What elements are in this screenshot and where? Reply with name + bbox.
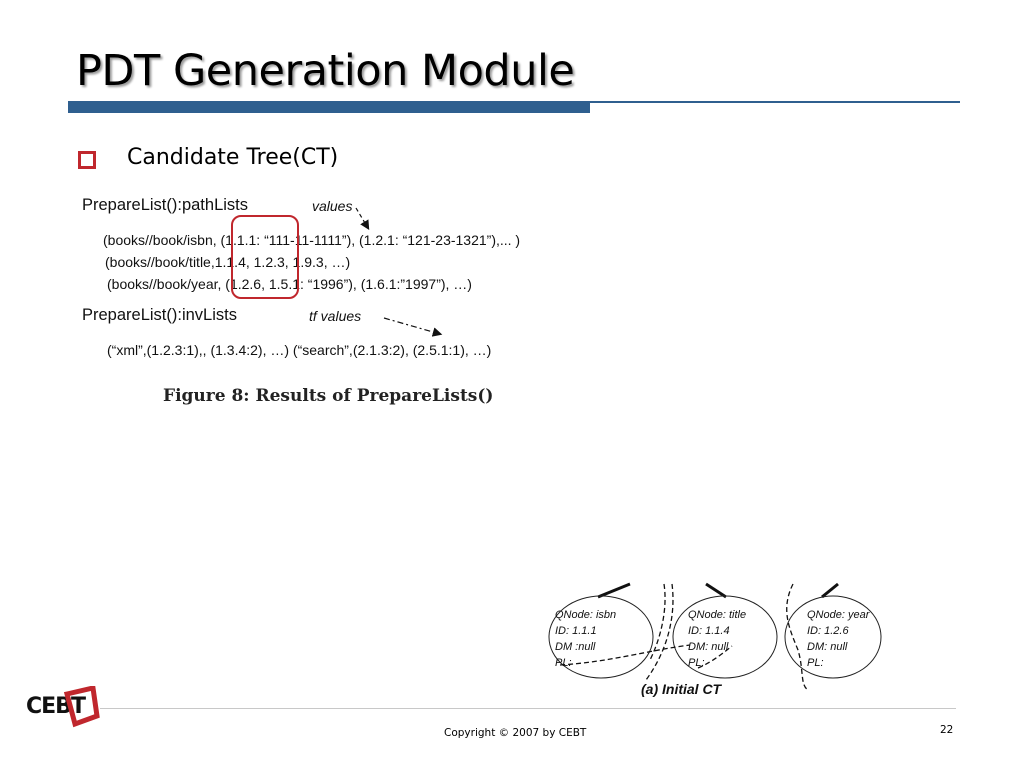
bullet-square-icon <box>78 151 96 169</box>
ct-edge-isbn <box>597 582 631 599</box>
ct-dashed-curve <box>559 644 691 666</box>
tf-values-label: tf values <box>309 308 362 324</box>
ct-caption: (a) Initial CT <box>641 681 723 697</box>
ct-isbn-dm: DM :null <box>555 641 596 653</box>
ct-year-qnode: QNode: year <box>807 609 871 621</box>
ct-year-id: ID: 1.2.6 <box>807 625 849 637</box>
title-rule-thin <box>590 101 960 103</box>
title-rule-thick <box>68 101 590 113</box>
ct-title-qnode: QNode: title <box>688 609 746 621</box>
page-number: 22 <box>940 724 954 736</box>
bullet-candidate-tree: Candidate Tree(CT) <box>127 145 339 170</box>
copyright-text: Copyright © 2007 by CEBT <box>444 727 587 739</box>
ct-year-dm: DM: null <box>807 641 848 653</box>
path-row-title: (books//book/title,1.1.4, 1.2.3, 1.9.3, … <box>105 254 351 270</box>
ct-year-pl: PL: <box>807 657 824 669</box>
values-arrow <box>355 207 370 231</box>
values-label: values <box>312 198 353 214</box>
ct-node-isbn <box>548 595 654 679</box>
ct-node-title <box>672 595 778 679</box>
tf-values-arrow <box>383 317 443 337</box>
ct-dashed-link-1 <box>649 583 666 661</box>
ct-edge-title <box>705 582 727 599</box>
ct-title-pl: PL: <box>688 657 705 669</box>
path-row-year: (books//book/year, (1.2.6, 1.5.1: “1996”… <box>107 276 472 292</box>
ct-isbn-pl: PL: <box>555 657 572 669</box>
cebt-logo-mark-icon <box>63 686 100 728</box>
ct-dashed-link-2 <box>645 583 674 681</box>
ct-title-id: ID: 1.1.4 <box>688 625 730 637</box>
ct-isbn-id: ID: 1.1.1 <box>555 625 597 637</box>
invlists-header: PrepareList():invLists <box>82 306 237 324</box>
ct-dashed-curve-2 <box>697 645 733 669</box>
ct-isbn-qnode: QNode: isbn <box>555 609 616 621</box>
figure-caption: Figure 8: Results of PrepareLists() <box>163 386 494 406</box>
ct-title-dm: DM: null <box>688 641 729 653</box>
inv-row: (“xml”,(1.2.3:1),, (1.3.4:2), …) (“searc… <box>107 342 492 358</box>
slide-title: PDT Generation Module <box>76 46 575 96</box>
ct-node-year <box>784 595 882 679</box>
ct-edge-year <box>821 582 839 599</box>
footer-rule <box>100 708 956 709</box>
ct-dashed-link-3 <box>786 583 809 691</box>
path-row-isbn: (books//book/isbn, (1.1.1: “111-11-1111”… <box>103 232 521 248</box>
highlight-box <box>231 215 299 299</box>
pathlists-header: PrepareList():pathLists <box>82 196 248 214</box>
cebt-logo: CEBT <box>26 694 86 719</box>
